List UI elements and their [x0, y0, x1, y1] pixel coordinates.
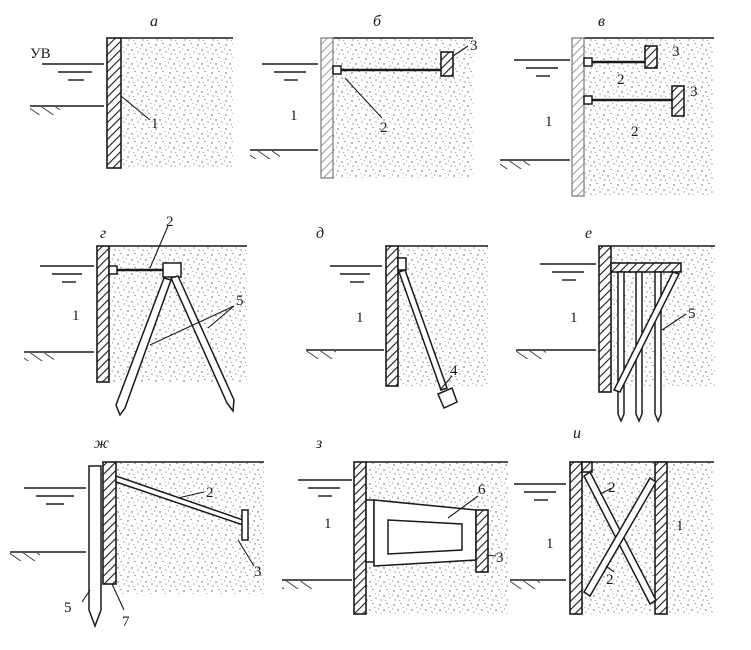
panel-e-pile-1 [617, 271, 625, 423]
panel-e-label-1: 1 [570, 310, 578, 326]
panel-i-label-2a: 2 [608, 480, 616, 496]
panel-a-ground-hatch [30, 107, 60, 115]
panel-d-sheet-wall [385, 245, 399, 387]
panel-b-letter: б [373, 13, 382, 30]
panel-b-anchor-plate [440, 51, 454, 77]
panel-b-label-3: 3 [470, 38, 478, 54]
panel-g-label-1: 1 [72, 308, 80, 324]
panel-z-label-3: 3 [496, 550, 504, 566]
panel-v-label-3b: 3 [690, 84, 698, 100]
panel-e-letter: е [585, 225, 592, 242]
panel-d-inclined-anchor [398, 269, 448, 391]
panel-i-brace-up [582, 476, 658, 598]
panel-a-soil [121, 38, 233, 168]
panel-g-label-5: 5 [236, 293, 244, 309]
panel-g-sheet-wall [96, 245, 110, 383]
panel-z-frame-inner [387, 519, 463, 555]
panel-v-label-2a: 2 [617, 72, 625, 88]
panel-zh-label-5: 5 [64, 600, 72, 616]
panel-zh-label-7: 7 [122, 614, 130, 630]
panel-e-label-5: 5 [688, 306, 696, 322]
panel-z-label-1: 1 [324, 516, 332, 532]
panel-e: е 1 5 [516, 225, 715, 423]
panel-d-label-4: 4 [450, 363, 458, 379]
panel-v-label-2b: 2 [631, 124, 639, 140]
panel-b: б 1 2 3 [250, 13, 478, 179]
panel-zh-label-3: 3 [254, 564, 262, 580]
panel-a-water-label: УВ [30, 46, 51, 62]
panel-a-label-1: 1 [151, 116, 159, 132]
panel-g-pile-right [169, 275, 235, 414]
panel-zh-pile [88, 465, 102, 629]
panel-d-letter: д [316, 225, 324, 242]
panel-i-label-1b: 1 [676, 518, 684, 534]
panel-a-sheet-wall [106, 37, 122, 169]
panel-g-label-2: 2 [166, 214, 174, 230]
panel-g-letter: г [100, 225, 106, 242]
panel-e-sheet-wall [598, 245, 612, 393]
panel-d-anchor-shoe [437, 386, 458, 410]
panel-v-letter: в [598, 13, 605, 30]
panel-b-label-1: 1 [290, 108, 298, 124]
panel-i-label-2b: 2 [606, 572, 614, 588]
panel-v-sheet-wall [571, 37, 585, 197]
panel-d: д 1 4 [306, 225, 488, 410]
panel-a-letter: а [150, 13, 158, 30]
panel-z-letter: з [315, 435, 322, 452]
panel-e-cap-beam [610, 262, 682, 273]
panel-e-inclined-pile [612, 271, 681, 393]
panel-b-sheet-wall [320, 37, 334, 179]
panel-zh-label-2: 2 [206, 485, 214, 501]
panel-e-pile-3 [654, 271, 662, 423]
panel-i-back-wall [654, 461, 668, 615]
panel-a: а УВ 1 [30, 13, 233, 169]
panel-i-front-wall [569, 461, 583, 615]
panel-g-pile-left [115, 277, 172, 417]
panel-v: в 1 2 2 3 3 [500, 13, 714, 197]
panel-v-label-1: 1 [545, 114, 553, 130]
panel-g: г 1 2 5 [24, 214, 247, 417]
panel-zh: ж 2 3 5 7 [10, 435, 264, 630]
panel-z-anchor-wall [475, 509, 489, 573]
panel-v-label-3a: 3 [672, 44, 680, 60]
panel-z-label-6: 6 [478, 482, 486, 498]
panel-i-letter: и [573, 425, 581, 442]
panel-zh-sheet-wall [102, 461, 117, 585]
panel-b-label-2: 2 [380, 120, 388, 136]
panel-zh-letter: ж [94, 435, 109, 452]
panel-z: з 1 3 6 [282, 435, 508, 615]
panel-i-label-1a: 1 [546, 536, 554, 552]
panel-z-sheet-wall [353, 461, 367, 615]
panel-d-label-1: 1 [356, 310, 364, 326]
panel-i: и 1 1 2 2 [510, 425, 714, 615]
